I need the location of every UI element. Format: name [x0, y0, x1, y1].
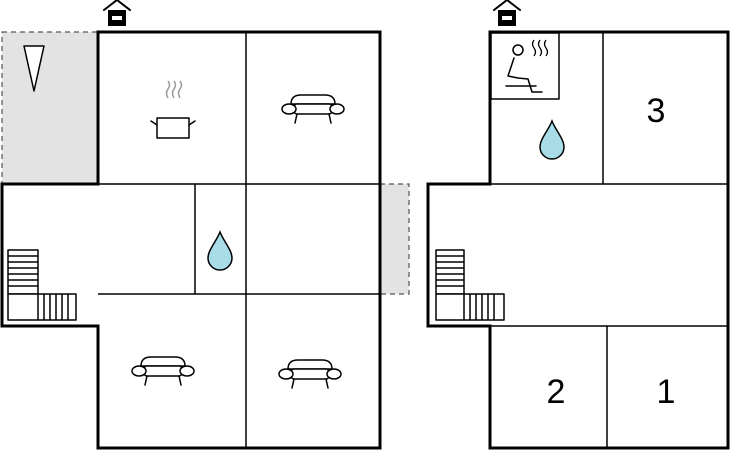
water-drop-icon: [207, 231, 233, 271]
sofa-icon: [278, 359, 342, 389]
stairs-icon: [435, 249, 505, 321]
terrace-area: [1, 31, 99, 185]
floor-2-outer-wall: [426, 30, 730, 450]
water-drop-icon: [539, 120, 565, 160]
house-entrance-icon: [103, 0, 131, 27]
floor-2: 3 2 1: [426, 0, 730, 450]
bedroom-number-1: 1: [657, 373, 676, 411]
triangle-marker-icon: [23, 45, 45, 92]
sofa-icon: [281, 94, 345, 124]
sofa-icon: [131, 356, 195, 386]
floor-1: [0, 0, 410, 450]
pot-icon: [150, 80, 196, 139]
sauna-icon: [490, 32, 560, 100]
balcony-area: [379, 183, 410, 295]
bedroom-number-2: 2: [547, 373, 566, 411]
house-entrance-icon: [493, 0, 521, 27]
bedroom-number-3: 3: [647, 92, 666, 130]
stairs-icon: [7, 249, 77, 321]
